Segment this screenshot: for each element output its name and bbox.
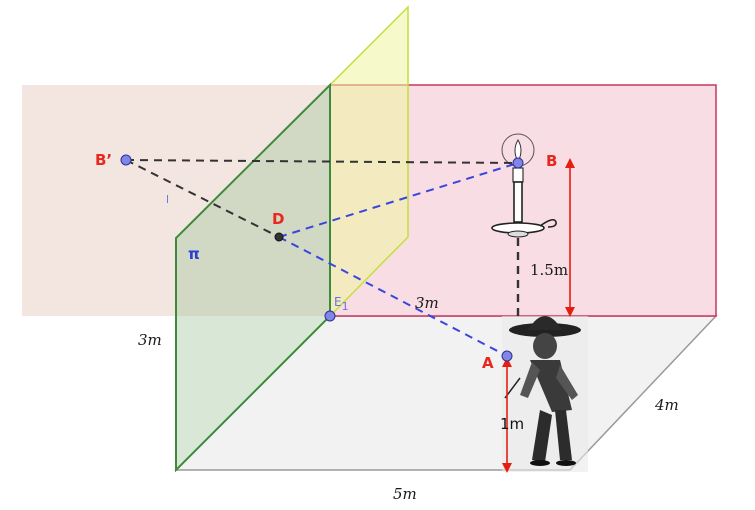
- label-distance: 3m: [415, 294, 439, 312]
- line-d-a: [278, 236, 508, 357]
- label-b-prime: B’: [95, 151, 112, 169]
- label-height-left: 3m: [138, 331, 162, 349]
- point-b-prime[interactable]: [120, 154, 132, 166]
- label-e1: E1: [334, 295, 349, 313]
- point-d[interactable]: [274, 232, 284, 242]
- label-eye-height: 1m: [500, 415, 524, 433]
- label-line-l: l: [166, 193, 169, 206]
- label-depth-right: 4m: [654, 396, 679, 414]
- label-d: D: [272, 210, 284, 228]
- label-e1-sub: 1: [342, 300, 349, 313]
- candle-holder-icon: [491, 133, 557, 238]
- label-width-bottom: 5m: [393, 485, 417, 503]
- point-b[interactable]: [512, 157, 524, 169]
- label-a: A: [482, 354, 494, 372]
- label-e1-main: E: [334, 295, 342, 309]
- man-with-sombrero-icon: [502, 316, 588, 472]
- label-candle-height: 1.5m: [530, 261, 568, 279]
- label-plane-pi: π: [188, 245, 200, 263]
- point-a[interactable]: [501, 350, 513, 362]
- point-e1[interactable]: [324, 310, 336, 322]
- line-bprime-b: [125, 159, 519, 164]
- label-b: B: [546, 152, 557, 170]
- picture-plane-pi: [175, 82, 331, 473]
- line-bprime-d: [125, 159, 280, 238]
